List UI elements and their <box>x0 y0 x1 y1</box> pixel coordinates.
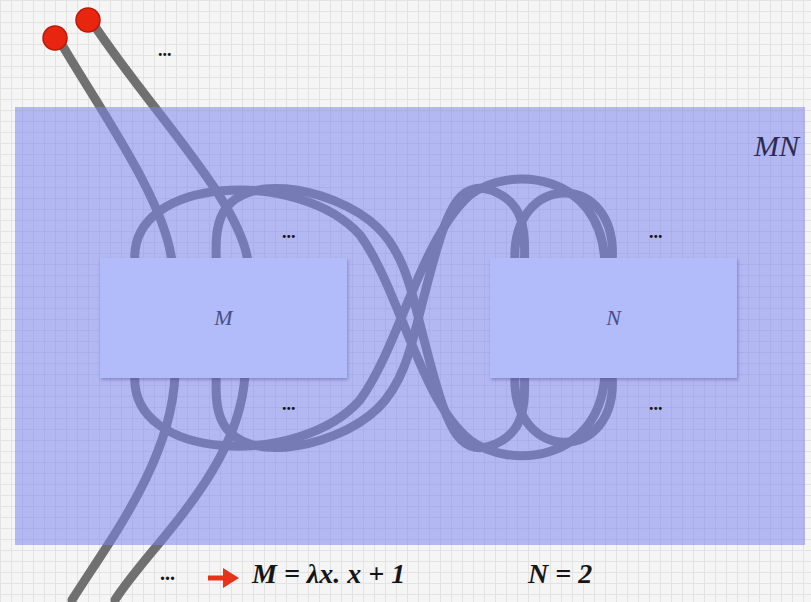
ellipsis: ... <box>160 562 175 585</box>
ellipsis: ... <box>649 394 663 415</box>
term-box: M <box>100 258 347 378</box>
term-label: N <box>606 305 621 331</box>
term-box: N <box>490 258 737 378</box>
ellipsis: ... <box>282 222 296 243</box>
red-arrow <box>208 568 239 588</box>
arrow-head <box>223 568 239 588</box>
term-definition: M = λx. x + 1 <box>252 558 405 590</box>
term-definition: N = 2 <box>528 558 592 590</box>
ellipsis: ... <box>282 394 296 415</box>
red-dot <box>43 26 67 50</box>
ellipsis: ... <box>158 40 172 61</box>
red-dot <box>76 8 100 32</box>
region: MNMN <box>15 107 805 545</box>
region-label: MN <box>15 107 805 163</box>
ellipsis: ... <box>649 222 663 243</box>
term-label: M <box>214 305 232 331</box>
